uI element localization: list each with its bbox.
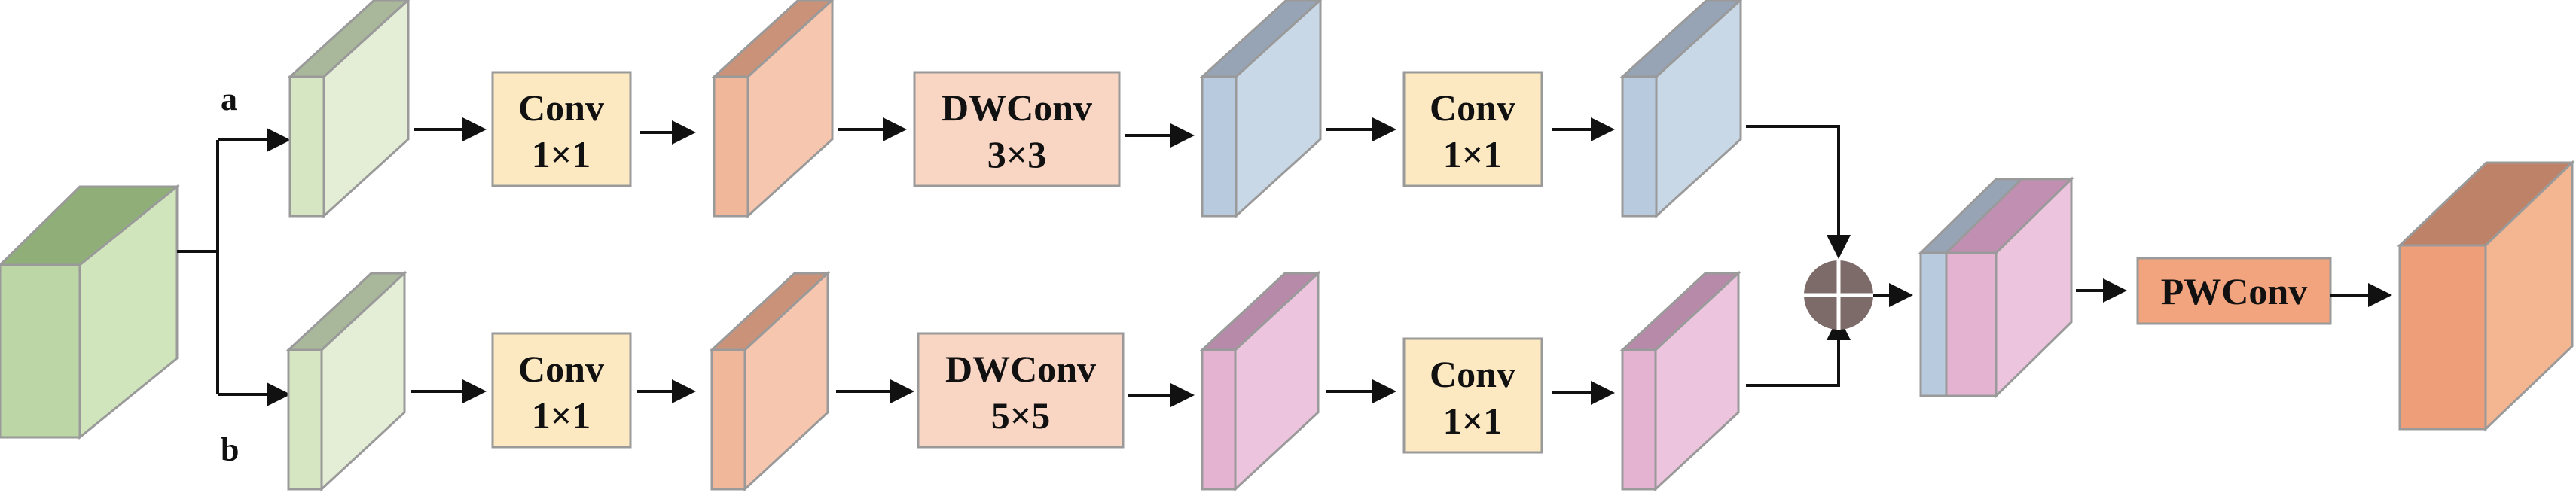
op-label: Conv bbox=[1430, 87, 1515, 129]
branch-b: Conv 1×1 DWConv 5×5 Conv 1×1 bbox=[285, 270, 1851, 492]
op-label: DWConv bbox=[942, 87, 1092, 129]
dwconv-3x3-box: DWConv 3×3 bbox=[913, 71, 1121, 187]
input-tensor bbox=[0, 184, 180, 440]
pwconv-box: PWConv bbox=[2136, 257, 2332, 325]
op-kernel: 1×1 bbox=[532, 394, 591, 437]
feature-tensor-a3 bbox=[1619, 0, 1743, 219]
feature-tensor-a1 bbox=[711, 0, 835, 219]
op-label: PWConv bbox=[2161, 270, 2307, 312]
op-label: Conv bbox=[518, 348, 604, 390]
op-kernel: 1×1 bbox=[1443, 400, 1503, 442]
dwconv-5x5-box: DWConv 5×5 bbox=[917, 332, 1125, 449]
conv-1x1-box-a2: Conv 1×1 bbox=[1402, 71, 1543, 187]
conv-1x1-box-b1: Conv 1×1 bbox=[491, 332, 632, 449]
feature-tensor-a2 bbox=[1199, 0, 1323, 219]
feature-tensor-b2 bbox=[1199, 270, 1321, 492]
feature-tensor-b1 bbox=[709, 270, 831, 492]
split-tensor-b bbox=[285, 270, 407, 492]
feature-tensor-b3 bbox=[1619, 270, 1741, 492]
op-label: DWConv bbox=[945, 348, 1096, 390]
concatenated-tensor bbox=[1918, 176, 2074, 399]
op-label: Conv bbox=[1430, 353, 1515, 395]
branch-label-b: b bbox=[221, 431, 239, 468]
op-kernel: 1×1 bbox=[532, 133, 591, 175]
op-kernel: 5×5 bbox=[991, 394, 1051, 437]
split-connector bbox=[177, 128, 291, 406]
split-tensor-a bbox=[287, 0, 411, 219]
conv-1x1-box-a1: Conv 1×1 bbox=[491, 71, 632, 187]
op-label: Conv bbox=[518, 87, 604, 129]
branch-label-a: a bbox=[221, 81, 237, 117]
op-kernel: 3×3 bbox=[987, 133, 1047, 175]
branch-a: Conv 1×1 DWConv 3×3 Conv 1×1 bbox=[287, 0, 1851, 259]
conv-1x1-box-b2: Conv 1×1 bbox=[1402, 337, 1543, 454]
concat-plus-icon bbox=[1804, 260, 1873, 330]
output-tensor bbox=[2397, 160, 2575, 432]
op-kernel: 1×1 bbox=[1443, 133, 1503, 175]
